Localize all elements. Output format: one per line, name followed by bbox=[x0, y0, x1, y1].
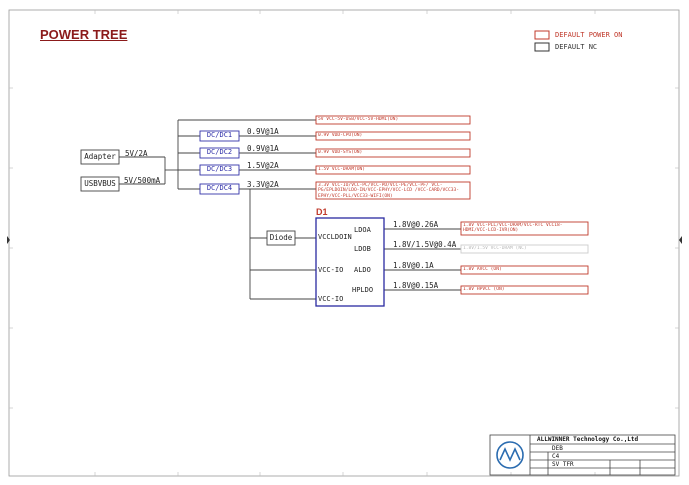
title-block-doc: DEB bbox=[552, 445, 563, 452]
dcdc4-output: 3.3V@2A bbox=[247, 180, 279, 189]
rail-dcdc4: 3.3V VCC-IO/VCC-PC/VCC-PD/VCC-PE/VCC-PF/… bbox=[318, 183, 460, 199]
pmic-pin-ldob: LDOB bbox=[354, 245, 371, 253]
pmic-pin-vccio-1: VCC-IO bbox=[318, 266, 344, 274]
dcdc4-block: DC/DC4 bbox=[206, 184, 233, 192]
rail-dcdc1: 0.9V VDD-CPU(ON) bbox=[318, 133, 363, 138]
hpldo-output: 1.8V@0.15A bbox=[393, 281, 439, 290]
legend-power-on-label: DEFAULT POWER ON bbox=[555, 31, 623, 39]
dcdc3-block: DC/DC3 bbox=[206, 165, 233, 173]
rail-ldob: 1.8V/1.5V VCC-DRAM (NC) bbox=[463, 246, 527, 251]
rail-aldo: 1.8V AVCC (ON) bbox=[463, 267, 502, 272]
title-block-company: ALLWINNER Technology Co.,Ltd bbox=[537, 436, 639, 443]
pmic-pin-ldoa: LDOA bbox=[354, 226, 371, 234]
pmic-pin-vccio-2: VCC-IO bbox=[318, 295, 344, 303]
adapter-block: Adapter bbox=[84, 152, 116, 161]
pmic-pin-vccldoin: VCCLDOIN bbox=[318, 233, 352, 241]
usbvbus-block: USBVBUS bbox=[84, 179, 116, 188]
title-block-line3: SV TFR bbox=[552, 461, 574, 468]
adapter-rating: 5V/2A bbox=[125, 149, 148, 158]
rail-dcdc2: 0.9V VDD-SYS(ON) bbox=[318, 150, 363, 155]
rail-dcdc3: 1.5V VCC-DRAM(ON) bbox=[318, 167, 366, 172]
dcdc1-output: 0.9V@1A bbox=[247, 127, 279, 136]
legend-nc-label: DEFAULT NC bbox=[555, 43, 598, 51]
dcdc1-block: DC/DC1 bbox=[206, 131, 233, 139]
pmic-name: D1 bbox=[316, 207, 328, 217]
dcdc2-block: DC/DC2 bbox=[206, 148, 233, 156]
dcdc3-output: 1.5V@2A bbox=[247, 161, 279, 170]
rail-ldoa: 1.8V VCC-PLL/VCC-DRAM/VCC-RTC VCC18-HDMI… bbox=[463, 223, 563, 234]
rail-5v: 5V VCC-5V-USB/VCC-5V-HDMI(ON) bbox=[318, 117, 399, 122]
page-title: POWER TREE bbox=[40, 27, 128, 42]
dcdc2-output: 0.9V@1A bbox=[247, 144, 279, 153]
rail-hpldo: 1.8V HPVCC (ON) bbox=[463, 287, 505, 292]
usbvbus-rating: 5V/500mA bbox=[124, 176, 161, 185]
allwinner-logo-icon bbox=[496, 441, 524, 469]
ldoa-output: 1.8V@0.26A bbox=[393, 220, 439, 229]
diode-block: Diode bbox=[269, 233, 293, 242]
ldob-output: 1.8V/1.5V@0.4A bbox=[393, 240, 457, 249]
pmic-pin-hpldo: HPLDO bbox=[352, 286, 374, 294]
aldo-output: 1.8V@0.1A bbox=[393, 261, 434, 270]
title-block-line2: C4 bbox=[552, 453, 560, 460]
pmic-pin-aldo: ALDO bbox=[354, 266, 371, 274]
